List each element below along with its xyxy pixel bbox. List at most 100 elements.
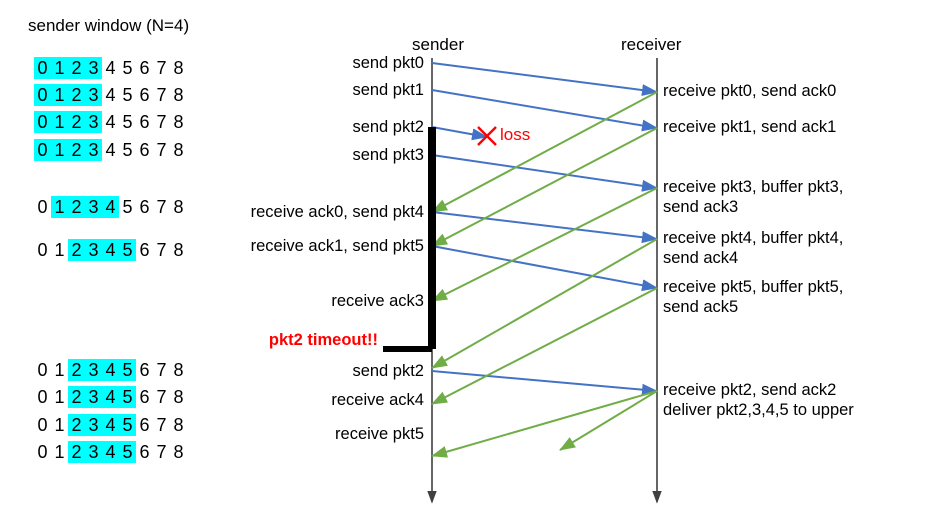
seq-cell: 2	[68, 84, 85, 106]
ack-arrow	[431, 238, 658, 369]
seq-cell: 6	[139, 387, 150, 407]
sender-event-s7: send pkt2	[352, 362, 424, 380]
seq-cell: 4	[102, 359, 119, 381]
seq-cell: 6	[139, 112, 150, 132]
ack-arrow-in-flight	[559, 390, 658, 451]
seq-cell: 3	[85, 386, 102, 408]
receiver-event-r0: receive pkt0, send ack0	[663, 81, 836, 101]
seq-cell: 5	[119, 414, 136, 436]
seq-cell: 5	[122, 85, 133, 105]
seq-cell: 0	[34, 111, 51, 133]
seq-cell: 7	[156, 240, 167, 260]
seq-cell: 2	[68, 414, 85, 436]
data-packet-arrow	[431, 370, 658, 396]
seq-cell: 3	[85, 139, 102, 161]
seq-cell: 0	[34, 57, 51, 79]
seq-cell: 4	[102, 414, 119, 436]
sender-timeline-label: sender	[412, 35, 464, 54]
receiver-event-line: receive pkt4, buffer pkt4,	[663, 229, 844, 247]
seq-cell: 8	[173, 85, 184, 105]
seq-cell: 8	[173, 360, 184, 380]
seq-cell: 5	[119, 386, 136, 408]
sender-event-s8: receive ack4	[331, 391, 424, 409]
receiver-event-line: deliver pkt2,3,4,5 to upper	[663, 401, 854, 419]
seq-cell: 2	[68, 196, 85, 218]
seq-cell: 0	[34, 84, 51, 106]
seq-cell: 5	[119, 441, 136, 463]
receiver-event-r5: receive pkt2, send ack2 deliver pkt2,3,4,…	[663, 380, 854, 420]
seq-cell: 4	[105, 85, 116, 105]
receiver-event-line: send ack4	[663, 249, 739, 267]
receiver-event-r4: receive pkt5, buffer pkt5,send ack5	[663, 277, 843, 317]
data-packet-arrow	[431, 62, 658, 97]
receiver-timeline-label: receiver	[621, 35, 682, 54]
seq-cell: 0	[37, 415, 48, 435]
seq-cell: 6	[139, 415, 150, 435]
seq-cell: 5	[122, 58, 133, 78]
seq-cell: 1	[54, 415, 65, 435]
sender-event-s4: receive ack0, send pkt4	[250, 203, 424, 221]
seq-cell: 0	[37, 387, 48, 407]
seq-cell: 3	[85, 196, 102, 218]
seq-cell: 3	[85, 57, 102, 79]
seq-cell: 6	[139, 140, 150, 160]
seq-cell: 0	[37, 360, 48, 380]
seq-cell: 8	[173, 415, 184, 435]
sender-event-s3: send pkt3	[352, 146, 424, 164]
seq-cell: 1	[51, 57, 68, 79]
seq-cell: 4	[102, 386, 119, 408]
seq-cell: 4	[105, 140, 116, 160]
sender-event-s1: send pkt1	[352, 81, 424, 99]
seq-cell: 4	[105, 58, 116, 78]
seq-cell: 1	[51, 196, 68, 218]
seq-cell: 1	[54, 442, 65, 462]
page-title: sender window (N=4)	[28, 16, 190, 35]
lost-packet-arrow	[431, 126, 488, 141]
sender-event-s0: send pkt0	[352, 54, 424, 72]
seq-cell: 8	[173, 58, 184, 78]
seq-cell: 5	[122, 197, 133, 217]
receiver-event-line: receive pkt0, send ack0	[663, 82, 837, 100]
seq-cell: 3	[85, 111, 102, 133]
seq-cell: 2	[68, 139, 85, 161]
seq-cell: 0	[37, 442, 48, 462]
seq-cell: 0	[34, 139, 51, 161]
seq-cell: 7	[156, 387, 167, 407]
receiver-event-line: receive pkt2, send ack2	[663, 381, 837, 399]
data-packet-arrow	[431, 245, 658, 292]
seq-cell: 2	[68, 57, 85, 79]
loss-label: loss	[500, 125, 531, 144]
sender-event-s9: receive pkt5	[335, 425, 424, 443]
seq-cell: 1	[51, 84, 68, 106]
seq-cell: 5	[122, 112, 133, 132]
receiver-event-r3: receive pkt4, buffer pkt4, send ack4	[663, 228, 843, 268]
seq-cell: 3	[85, 414, 102, 436]
seq-cell: 2	[68, 359, 85, 381]
seq-cell: 4	[102, 441, 119, 463]
data-packet-arrow	[431, 211, 658, 244]
receiver-event-line: receive pkt5, buffer pkt5,	[663, 278, 844, 296]
seq-cell: 5	[122, 140, 133, 160]
seq-cell: 1	[54, 240, 65, 260]
seq-cell: 4	[105, 112, 116, 132]
data-packet-arrow	[431, 89, 658, 132]
ack-arrow	[431, 91, 658, 213]
ack-arrow	[431, 187, 658, 302]
seq-cell: 0	[37, 197, 48, 217]
seq-cell: 2	[68, 111, 85, 133]
seq-cell: 6	[139, 58, 150, 78]
seq-cell: 8	[173, 112, 184, 132]
seq-cell: 7	[156, 197, 167, 217]
loss-x-icon	[477, 126, 497, 146]
sender-event-s6: receive ack3	[331, 292, 424, 310]
seq-cell: 1	[51, 139, 68, 161]
seq-cell: 2	[68, 386, 85, 408]
receiver-event-line: send ack3	[663, 198, 739, 216]
